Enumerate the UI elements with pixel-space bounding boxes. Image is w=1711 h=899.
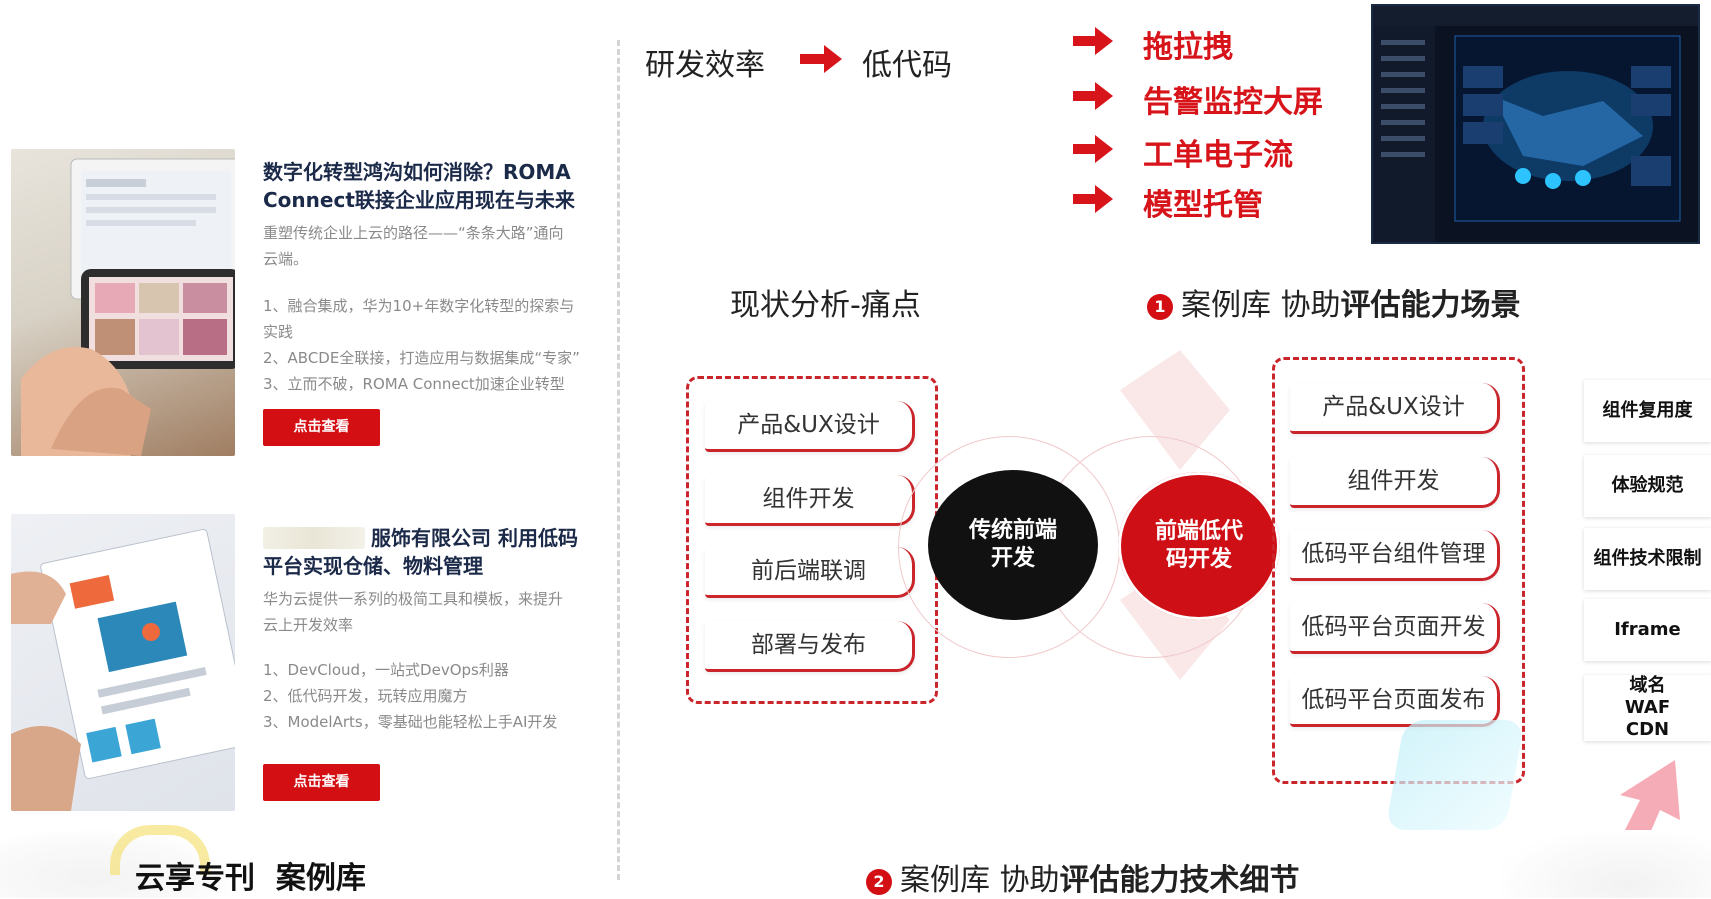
traditional-frontend-circle: 传统前端开发 [928, 470, 1098, 620]
bottom-right-cloud [1500, 830, 1711, 898]
arrow-right-icon [800, 45, 842, 77]
list-item: 实践 [263, 323, 294, 341]
stage-deploy-release: 部署与发布 [705, 621, 915, 672]
side-card-component-reuse: 组件复用度 [1584, 380, 1711, 442]
list-item: 2、ABCDE全联接，打造应用与数据集成“专家” [263, 349, 580, 367]
card-1-thumbnail[interactable] [11, 149, 235, 456]
lowcode-frontend-circle: 前端低代码开发 [1118, 472, 1280, 620]
feature-model-hosting: 模型托管 [1143, 188, 1263, 223]
card-2-title[interactable]: 服饰有限公司 利用低码 平台实现仓储、物料管理 [263, 524, 603, 580]
card-1-desc-line2: 云端。 [263, 250, 309, 268]
case1-emphasis: 评估能力场景 [1340, 288, 1521, 323]
lowcode-label-line2: 码开发 [1165, 547, 1232, 572]
blurred-company-name [263, 527, 365, 549]
side-card-cdn: CDN [1625, 719, 1670, 740]
side-card-domain-waf-cdn: 域名 WAF CDN [1584, 675, 1711, 741]
panel-divider [617, 40, 620, 880]
list-item: 1、DevCloud，一站式DevOps利器 [263, 661, 509, 679]
footer-yellow-decoration [110, 825, 210, 875]
card-2-view-button[interactable]: 点击查看 [263, 764, 380, 801]
list-item: 3、ModelArts，零基础也能轻松上手AI开发 [263, 713, 558, 731]
arrow-right-icon [1073, 185, 1113, 217]
wireframe-image [11, 528, 235, 811]
feature-drag-drop: 拖拉拽 [1143, 30, 1233, 65]
card-2-title-line2[interactable]: 平台实现仓储、物料管理 [263, 554, 483, 578]
case2-emphasis: 评估能力技术细节 [1059, 863, 1300, 898]
laptop-tablet-image [21, 158, 235, 456]
stage-product-ux-design: 产品&UX设计 [1290, 383, 1500, 434]
cyan-decoration [1385, 720, 1525, 830]
card-2-thumbnail[interactable] [11, 514, 235, 811]
card-1-desc-line1: 重塑传统企业上云的路径——“条条大路”通向 [263, 224, 564, 242]
side-card-experience-spec: 体验规范 [1584, 455, 1711, 517]
card-1-title[interactable]: 数字化转型鸿沟如何消除？ROMA Connect联接企业应用现在与未来 [263, 158, 603, 214]
status-analysis-title: 现状分析-痛点 [730, 288, 921, 323]
card-1-view-button[interactable]: 点击查看 [263, 409, 380, 446]
monitoring-dashboard-image [1373, 6, 1698, 242]
dashboard-screenshot [1371, 4, 1700, 244]
card-2-desc: 华为云提供一系列的极简工具和模板，来提升 云上开发效率 [263, 586, 613, 638]
card-1-items: 1、融合集成，华为10+年数字化转型的探索与 实践 2、ABCDE全联接，打造应… [263, 293, 618, 397]
stage-lowcode-page-dev: 低码平台页面开发 [1290, 603, 1500, 654]
stage-component-dev: 组件开发 [705, 475, 915, 526]
footer-title: 云享专刊 案例库 [135, 861, 366, 896]
card-1-title-line2[interactable]: Connect联接企业应用现在与未来 [263, 188, 575, 212]
traditional-label-line1: 传统前端 [968, 518, 1057, 543]
side-card-component-tech-limit: 组件技术限制 [1584, 528, 1711, 590]
side-card-waf: WAF [1624, 697, 1671, 718]
card-2-desc-line1: 华为云提供一系列的极简工具和模板，来提升 [263, 590, 564, 608]
list-item: 2、低代码开发，玩转应用魔方 [263, 687, 468, 705]
card-1-title-line1[interactable]: 数字化转型鸿沟如何消除？ROMA [263, 160, 571, 184]
step-number-badge: 2 [866, 868, 892, 895]
card-2-items: 1、DevCloud，一站式DevOps利器 2、低代码开发，玩转应用魔方 3、… [263, 657, 618, 735]
case-library-scenario-heading: 1 案例库 协助评估能力场景 [1147, 280, 1521, 324]
low-code-label: 低代码 [862, 48, 952, 83]
step-number-badge: 1 [1147, 293, 1173, 320]
stage-fe-be-integration: 前后端联调 [705, 547, 915, 598]
side-card-iframe: Iframe [1584, 599, 1711, 661]
list-item: 3、立而不破，ROMA Connect加速企业转型 [263, 375, 565, 393]
rd-efficiency-label: 研发效率 [645, 48, 765, 83]
stage-component-dev: 组件开发 [1290, 457, 1500, 508]
card-1-desc: 重塑传统企业上云的路径——“条条大路”通向 云端。 [263, 220, 613, 272]
card-2-desc-line2: 云上开发效率 [263, 616, 354, 634]
lowcode-label-line1: 前端低代 [1154, 519, 1243, 544]
arrow-right-icon [1073, 82, 1113, 114]
stage-product-ux-design: 产品&UX设计 [705, 401, 915, 452]
feature-alarm-screen: 告警监控大屏 [1143, 85, 1323, 120]
card-2-title-line1[interactable]: 服饰有限公司 利用低码 [371, 526, 578, 550]
case-library-tech-heading: 2 案例库 协助评估能力技术细节 [866, 855, 1300, 899]
list-item: 1、融合集成，华为10+年数字化转型的探索与 [263, 297, 575, 315]
arrow-right-icon [1073, 27, 1113, 59]
case1-prefix: 案例库 协助 [1181, 288, 1341, 323]
case2-prefix: 案例库 协助 [900, 863, 1060, 898]
stage-lowcode-page-release: 低码平台页面发布 [1290, 676, 1500, 727]
side-card-domain: 域名 [1629, 675, 1666, 696]
feature-ticket-flow: 工单电子流 [1143, 138, 1293, 173]
stage-lowcode-component-mgmt: 低码平台组件管理 [1290, 530, 1500, 581]
traditional-label-line2: 开发 [990, 546, 1035, 571]
arrow-right-icon [1073, 135, 1113, 167]
